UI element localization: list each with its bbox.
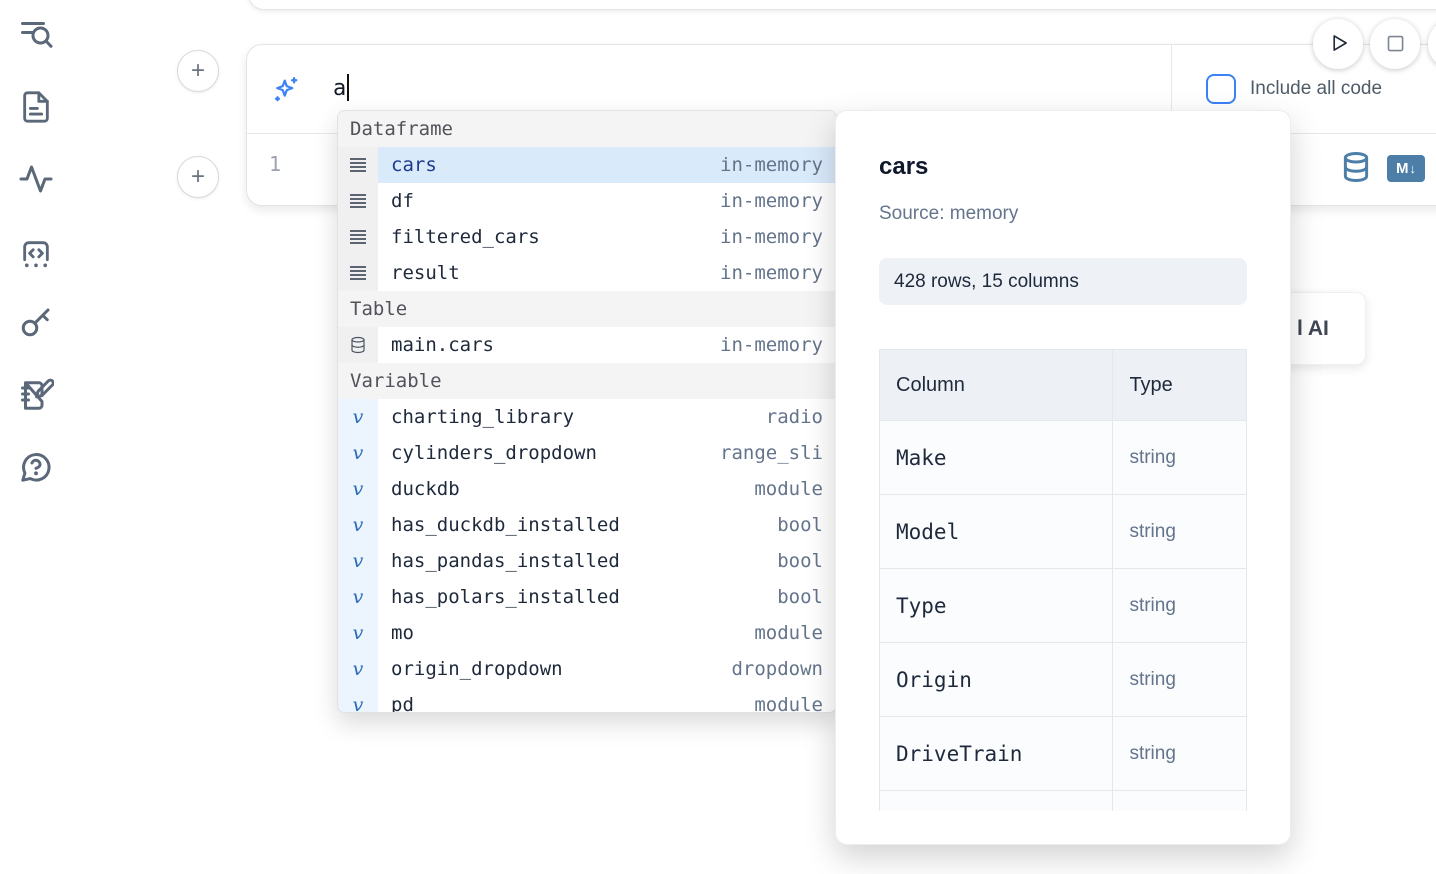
sidebar-item-snippets[interactable] [14, 233, 58, 277]
sparkles-icon [271, 75, 301, 105]
schema-header-column: Column [879, 349, 1114, 421]
include-all-code-checkbox[interactable] [1206, 74, 1236, 104]
popup-source: Source: memory [879, 203, 1019, 224]
ai-button-label: l AI [1297, 316, 1329, 340]
convert-to-sql-button[interactable] [1333, 146, 1369, 190]
dataframe-rows-icon [338, 147, 378, 183]
add-cell-below-button[interactable]: + [177, 156, 219, 198]
code-editor-row[interactable]: 1 M↓ [247, 134, 1436, 205]
sidebar-item-scratchpad[interactable] [14, 373, 58, 417]
ai-prompt-input[interactable]: a [333, 74, 350, 101]
add-cell-above-button[interactable]: + [177, 50, 219, 92]
extra-cell-button[interactable] [1428, 19, 1436, 69]
dataframe-rows-icon [338, 255, 378, 291]
sidebar-item-activity[interactable] [14, 158, 58, 202]
sidebar-item-list-search[interactable] [14, 13, 58, 57]
document-icon [19, 89, 53, 128]
variable-icon: v [338, 471, 378, 507]
plus-icon: + [190, 57, 205, 84]
schema-row-partial [879, 790, 1247, 811]
notebook-edit-icon [18, 375, 55, 416]
code-snippet-icon [19, 236, 53, 275]
popup-title: cars [879, 153, 929, 180]
play-icon [1325, 30, 1351, 59]
variable-icon: v [338, 579, 378, 615]
schema-header-type: Type [1112, 349, 1247, 421]
markdown-arrow-icon: ↓ [1409, 161, 1417, 176]
dataframe-rows-icon [338, 219, 378, 255]
key-icon [18, 304, 54, 343]
autocomplete-section-header: Variable [338, 363, 836, 399]
variable-icon: v [338, 615, 378, 651]
list-search-icon [18, 16, 54, 55]
activity-icon [17, 161, 55, 200]
sidebar [0, 0, 72, 874]
stop-icon [1382, 30, 1408, 59]
help-chat-icon [18, 449, 54, 488]
variable-icon: v [338, 399, 378, 435]
variable-icon: v [338, 687, 378, 712]
database-icon [338, 327, 378, 363]
sidebar-item-secrets[interactable] [14, 301, 58, 345]
popup-shape-badge: 428 rows, 15 columns [879, 258, 1247, 305]
sidebar-item-files[interactable] [14, 86, 58, 130]
autocomplete-section-header: Dataframe [338, 111, 836, 147]
database-icon [1339, 152, 1373, 190]
markdown-m: M [1396, 160, 1409, 177]
variable-icon: v [338, 435, 378, 471]
dataframe-rows-icon [338, 183, 378, 219]
dataframe-preview-popup: cars Source: memory 428 rows, 15 columns… [835, 110, 1291, 845]
previous-cell [248, 0, 1436, 10]
sidebar-item-help[interactable] [14, 446, 58, 490]
include-all-code-option: Include all code [1171, 45, 1382, 133]
text-caret [347, 74, 350, 101]
autocomplete-section-header: Table [338, 291, 836, 327]
plus-icon: + [190, 163, 205, 190]
stop-cell-button[interactable] [1370, 19, 1420, 69]
ai-prompt-value: a [333, 76, 347, 101]
variable-icon: v [338, 651, 378, 687]
run-cell-button[interactable] [1313, 19, 1363, 69]
include-all-code-label: Include all code [1250, 78, 1383, 99]
variable-icon: v [338, 507, 378, 543]
variable-icon: v [338, 543, 378, 579]
line-number: 1 [269, 152, 282, 176]
convert-to-markdown-button[interactable]: M↓ [1387, 155, 1425, 182]
